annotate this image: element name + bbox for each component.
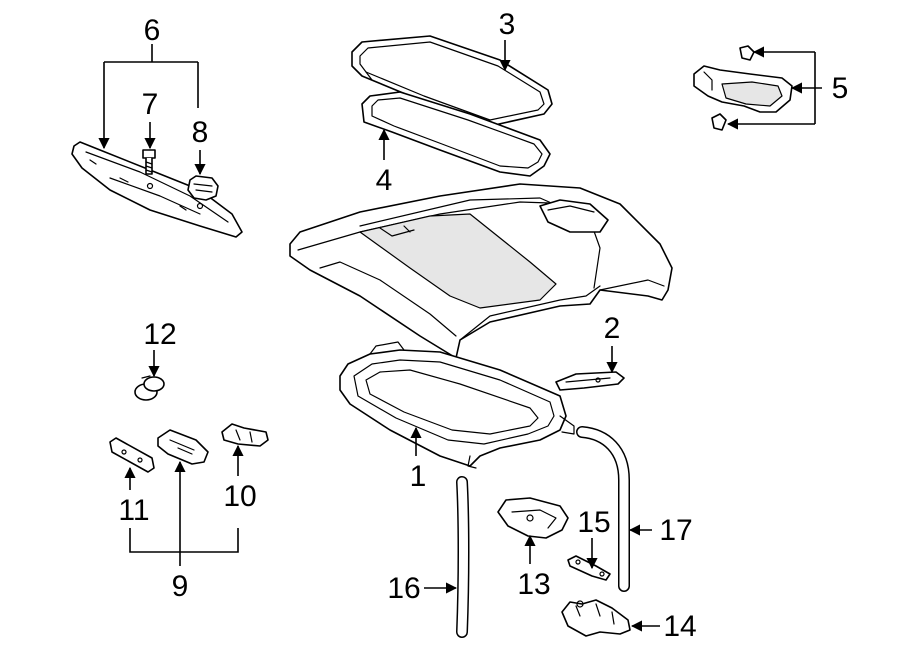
callout-5: 5 [832,72,849,105]
part-9-slider [157,429,209,465]
callout-12: 12 [143,318,176,351]
part-11-plate [109,437,155,473]
part-14-mount [561,599,631,637]
part-13-bracket [497,497,569,539]
part-17-drain-hose [576,426,630,592]
part-16-drain-hose [456,476,470,638]
part-6-bracket [71,141,243,238]
part-7-bolt [142,149,156,175]
callout-7: 7 [142,88,159,121]
callout-17: 17 [659,514,692,547]
part-4-seal [361,91,551,177]
part-1-housing [339,341,575,469]
callout-14: 14 [663,610,696,643]
callout-11: 11 [118,494,149,527]
callout-13: 13 [517,568,550,601]
callout-4: 4 [376,164,393,197]
callout-labels: 6 7 8 3 4 5 2 12 1 11 10 9 15 13 17 16 1… [118,8,848,643]
callout-15: 15 [577,506,610,539]
callout-8: 8 [192,116,209,149]
part-2-bracket [555,371,625,391]
roof-panel [289,183,673,359]
callout-3: 3 [499,8,516,41]
part-5-handle [693,45,793,131]
leader-lines [98,40,822,632]
callout-2: 2 [604,312,621,345]
part-8-clip [187,175,219,201]
callout-10: 10 [223,480,256,513]
part-12-plug [134,375,165,401]
part-10-guide [221,423,269,447]
part-15-link [567,555,611,581]
callout-16: 16 [387,572,420,605]
callout-9: 9 [172,570,189,603]
callout-6: 6 [144,14,161,47]
callout-1: 1 [410,460,427,493]
